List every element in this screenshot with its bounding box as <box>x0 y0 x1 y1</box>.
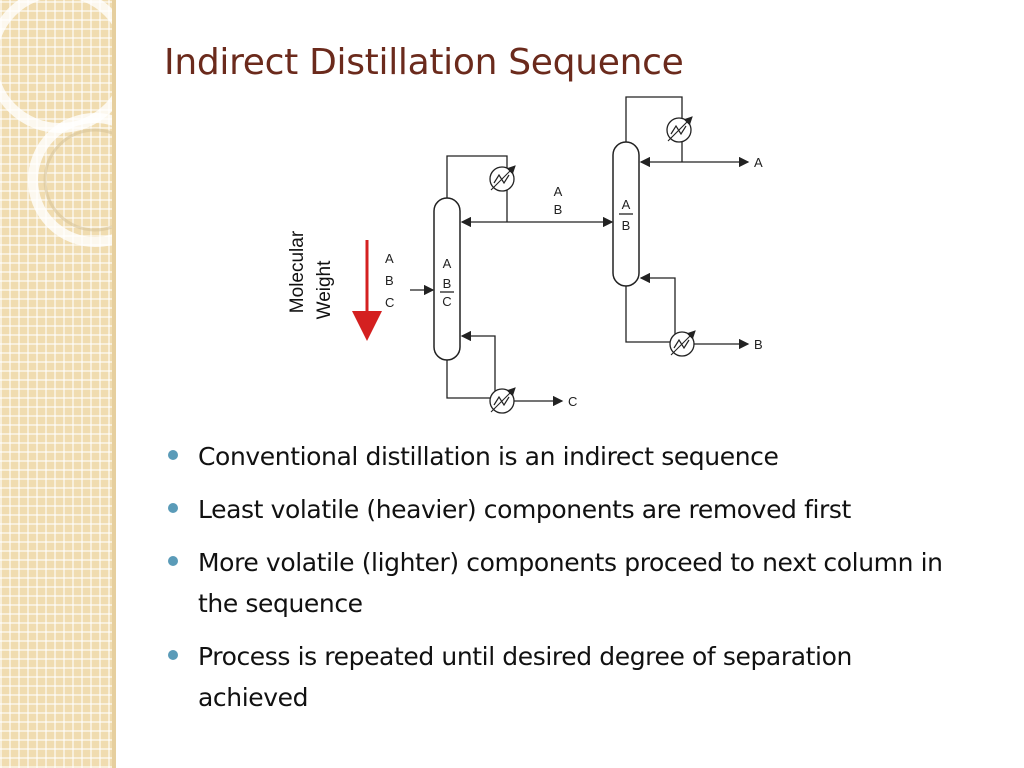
sidebar-edge <box>112 0 116 768</box>
bullet-dot-icon <box>168 503 178 513</box>
slide-title: Indirect Distillation Sequence <box>164 42 684 83</box>
bullet-text: More volatile (lighter) components proce… <box>198 548 943 618</box>
condenser-1-arrow <box>490 165 516 191</box>
feed-label-a: A <box>385 251 394 266</box>
column1-reboiler-return <box>460 330 496 398</box>
column2-bottoms-line <box>625 286 675 343</box>
sidebar-rings <box>0 0 112 247</box>
output-label-b: B <box>754 337 763 352</box>
bullet-text: Process is repeated until desired degree… <box>198 642 852 712</box>
bullet-text: Conventional distillation is an indirect… <box>198 442 779 471</box>
column2-reboiler-return <box>639 272 676 342</box>
bullet-item: Process is repeated until desired degree… <box>168 636 968 718</box>
axis-label-molecular: Molecular <box>287 230 308 313</box>
column2-label-a: A <box>622 197 631 212</box>
bullet-text: Least volatile (heavier) components are … <box>198 495 851 524</box>
bullet-item: Least volatile (heavier) components are … <box>168 489 968 530</box>
bullet-dot-icon <box>168 650 178 660</box>
feed-label-c: C <box>385 295 394 310</box>
reboiler-1-arrow <box>490 387 516 413</box>
bullet-item: More volatile (lighter) components proce… <box>168 542 968 624</box>
column1-label-b: B <box>443 276 452 291</box>
column1-label-a: A <box>443 256 452 271</box>
feed-label-b: B <box>385 273 394 288</box>
axis-label-weight: Weight <box>314 260 335 320</box>
output-label-a: A <box>754 155 763 170</box>
bullet-dot-icon <box>168 556 178 566</box>
decorative-sidebar <box>0 0 112 768</box>
column2-label-b: B <box>622 218 631 233</box>
bullet-dot-icon <box>168 450 178 460</box>
column1-bottoms-line <box>446 360 495 399</box>
stream-label-a: A <box>554 184 563 199</box>
distillation-diagram: Molecular Weight A B C A B C A B C A B A… <box>287 96 763 414</box>
column1-label-c: C <box>442 294 451 309</box>
stream-label-b: B <box>554 202 563 217</box>
reboiler-2-arrow <box>670 330 696 356</box>
output-label-c: C <box>568 394 577 409</box>
condenser-2-arrow <box>667 116 693 142</box>
bullet-list: Conventional distillation is an indirect… <box>168 436 968 730</box>
bullet-item: Conventional distillation is an indirect… <box>168 436 968 477</box>
